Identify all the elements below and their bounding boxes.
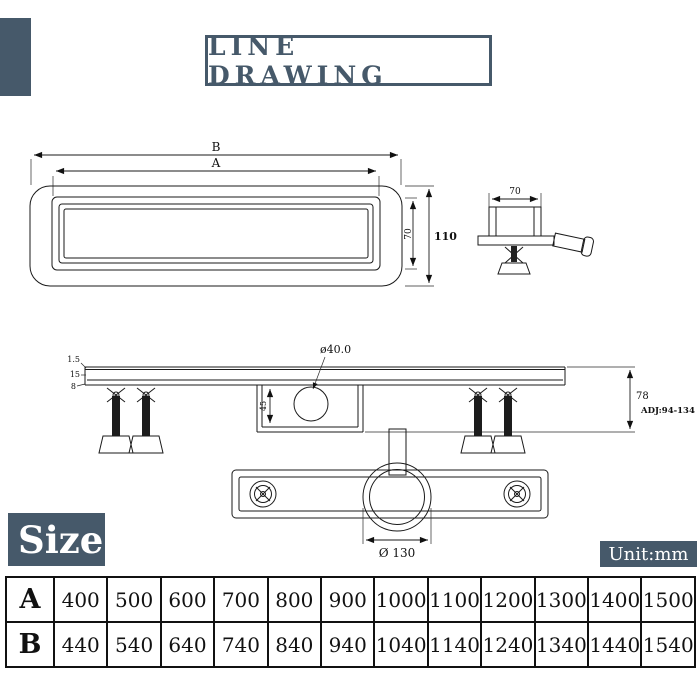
right-foot-pad	[460, 435, 496, 454]
size-label-box: Size	[8, 513, 105, 566]
table-cell: 700	[213, 576, 269, 623]
side-foot	[497, 246, 531, 275]
drain-grate-inner-line	[63, 208, 369, 259]
flange-thickness-label: 1.5	[67, 355, 80, 364]
section-channel	[84, 366, 566, 386]
dim-130: Ø 130	[362, 508, 432, 560]
table-cell: 1340	[533, 621, 590, 668]
table-cell: 500	[106, 576, 162, 623]
table-cell: 1200	[480, 576, 536, 623]
right-foot-pad	[490, 435, 526, 454]
table-cell: 1440	[587, 621, 643, 668]
unit-label-box: Unit:mm	[600, 541, 697, 567]
unit-label: Unit:mm	[608, 543, 689, 565]
center-outlet-inner-circle	[369, 469, 425, 525]
dim-70-label: 70	[404, 228, 414, 240]
table-cell: 440	[52, 621, 109, 668]
table-cell: 800	[266, 576, 323, 623]
trap-outlet-circle	[293, 386, 329, 422]
table-cell: 640	[159, 621, 216, 668]
side-dim-70-label: 70	[509, 187, 521, 197]
side-base-plate	[477, 235, 555, 246]
drain-frame	[51, 196, 381, 271]
bottom-body-inner-line	[238, 476, 542, 512]
side-body	[488, 206, 542, 237]
table-cell: 940	[320, 621, 376, 668]
left-foot-rod	[112, 396, 120, 436]
table-cell: 740	[213, 621, 269, 668]
size-table-row-a: A 400 500 600 700 800 900 1000 1100 1200…	[5, 576, 696, 623]
left-foot-rod	[142, 396, 150, 436]
drain-outer-shell	[29, 185, 403, 287]
bottom-view-drawing: Ø 130	[231, 428, 549, 560]
left-foot-pad	[128, 435, 164, 454]
dim-78: 78 ADJ:94-134	[365, 366, 695, 433]
side-foot-rod	[511, 246, 517, 262]
side-foot-pad	[497, 262, 531, 275]
header-accent-bar	[0, 18, 31, 96]
section-left-dims: 1.5 15 8	[67, 355, 87, 391]
dim-45-label: 45	[259, 401, 268, 411]
table-cell: 1140	[426, 621, 483, 668]
outlet-dia-callout: ø40.0	[312, 343, 351, 390]
table-cell: 1240	[480, 621, 536, 668]
dim-a-label: A	[211, 156, 221, 170]
base-height-label: 8	[71, 382, 76, 391]
dim-70-vertical: 70	[404, 197, 417, 270]
side-dim-70: 70	[488, 187, 542, 207]
table-cell: 840	[266, 621, 323, 668]
dim-45: 45	[259, 389, 274, 423]
dim-b: B	[30, 140, 402, 185]
adjust-range-label: ADJ:94-134	[640, 406, 695, 416]
dim-78-label: 78	[636, 391, 649, 402]
right-foot-rod	[474, 396, 482, 436]
table-cell: 1300	[533, 576, 590, 623]
section-trap	[256, 385, 364, 433]
size-table: A 400 500 600 700 800 900 1000 1100 1200…	[5, 576, 696, 668]
page-title: LINE DRAWING	[208, 31, 388, 90]
right-screw-cap	[503, 480, 531, 508]
row-header-b: B	[5, 621, 55, 668]
right-foot-rod	[504, 396, 512, 436]
left-feet	[98, 387, 164, 454]
side-view-drawing: 70	[477, 187, 594, 275]
page-title-box: LINE DRAWING	[205, 32, 492, 90]
table-cell: 1100	[426, 576, 483, 623]
center-outlet-circle	[362, 462, 432, 532]
dim-110-label: 110	[434, 230, 457, 243]
table-cell: 600	[159, 576, 216, 623]
table-cell: 400	[52, 576, 109, 623]
swivel-pipe	[388, 428, 407, 476]
table-cell: 900	[320, 576, 376, 623]
dim-130-label: Ø 130	[379, 546, 416, 560]
dim-b-label: B	[212, 140, 221, 154]
table-cell: 1400	[587, 576, 643, 623]
size-label: Size	[18, 517, 104, 562]
section-view-drawing: 1.5 15 8 78 ADJ:94-134	[67, 343, 695, 454]
dim-70-label-group: 70	[404, 228, 414, 240]
table-cell: 1500	[640, 576, 696, 623]
row-header-a: A	[5, 576, 55, 623]
left-screw-cap	[249, 480, 277, 508]
flange-height-label: 15	[70, 370, 80, 379]
side-outlet-pipe	[552, 232, 594, 257]
right-feet	[460, 387, 526, 454]
drain-top-body	[29, 185, 403, 287]
left-foot-pad	[98, 435, 134, 454]
table-cell: 1000	[373, 576, 429, 623]
table-cell: 540	[106, 621, 162, 668]
outlet-dia-label: ø40.0	[320, 343, 351, 356]
table-cell: 1540	[640, 621, 696, 668]
drain-grate	[58, 203, 374, 264]
dim-110-vertical: 110	[405, 185, 457, 287]
size-table-row-b: B 440 540 640 740 840 940 1040 1140 1240…	[5, 621, 696, 668]
top-view-drawing: B A 70	[29, 140, 457, 287]
table-cell: 1040	[373, 621, 429, 668]
dim-a: A	[52, 156, 380, 196]
